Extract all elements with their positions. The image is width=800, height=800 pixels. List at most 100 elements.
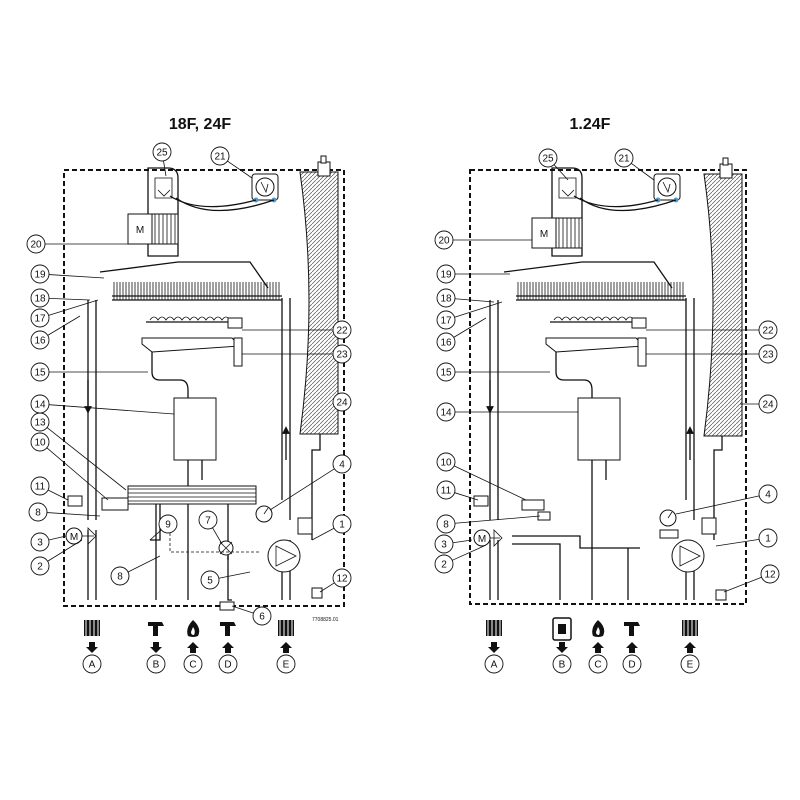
svg-text:12: 12 — [764, 570, 776, 581]
svg-text:E: E — [283, 660, 290, 671]
connection-letter: D — [622, 654, 642, 674]
bypass-line — [169, 528, 260, 553]
callout-label: 22 — [758, 320, 778, 340]
svg-text:1: 1 — [339, 520, 345, 531]
callout-label: 15 — [436, 362, 456, 382]
diagram-title: 1.24F — [570, 116, 611, 133]
svg-text:C: C — [189, 660, 196, 671]
connection-letter: B — [552, 654, 572, 674]
svg-text:17: 17 — [440, 316, 452, 327]
svg-text:B: B — [153, 660, 160, 671]
safety-valve — [473, 495, 489, 507]
connection-letter: D — [218, 654, 238, 674]
callout-label: 17 — [436, 310, 456, 330]
drain-cock — [715, 589, 727, 601]
svg-text:25: 25 — [542, 154, 554, 165]
svg-text:25: 25 — [156, 148, 168, 159]
arrow-up-icon — [626, 642, 638, 653]
diverter-valve: M — [473, 511, 551, 547]
callout-label: 5 — [200, 570, 220, 590]
svg-text:4: 4 — [765, 490, 771, 501]
callout-label: 4 — [332, 454, 352, 474]
pressure-gauge — [659, 509, 679, 539]
burner — [545, 316, 647, 367]
expansion-vessel — [299, 155, 339, 435]
plate-heat-exchanger — [127, 485, 257, 600]
callout-label: 16 — [30, 330, 50, 350]
svg-text:A: A — [491, 660, 498, 671]
svg-text:9: 9 — [165, 520, 171, 531]
svg-text:8: 8 — [35, 508, 41, 519]
primary-heat-exchanger — [99, 261, 282, 301]
callout-label: 3 — [434, 534, 454, 554]
cylinder-icon — [552, 617, 572, 641]
tap-icon — [148, 622, 164, 636]
radiator-icon — [278, 620, 294, 636]
svg-text:2: 2 — [441, 560, 447, 571]
arrow-down-icon — [488, 642, 500, 653]
arrow-up-icon — [684, 642, 696, 653]
expansion-vessel — [703, 157, 743, 437]
primary-heat-exchanger — [503, 261, 686, 301]
callout-label: 10 — [436, 452, 456, 472]
svg-text:24: 24 — [762, 400, 774, 411]
arrow-down-icon — [86, 642, 98, 653]
callout-label: 12 — [332, 568, 352, 588]
svg-text:22: 22 — [336, 326, 348, 337]
callout-label: 14 — [30, 394, 50, 414]
pressure-gauge — [255, 505, 273, 523]
svg-text:21: 21 — [214, 152, 226, 163]
callout-label: 8 — [110, 566, 130, 586]
callout-label: 3 — [30, 532, 50, 552]
svg-text:19: 19 — [34, 270, 46, 281]
svg-text:7: 7 — [205, 516, 211, 527]
callout-label: 1 — [758, 528, 778, 548]
callout-labels: 1234567889101112131415161718192021222324… — [26, 142, 352, 626]
svg-text:B: B — [559, 660, 566, 671]
svg-text:20: 20 — [438, 236, 450, 247]
tap-icon — [220, 622, 236, 636]
callout-label: 25 — [152, 142, 172, 162]
flame-icon — [187, 620, 200, 637]
arrow-down-icon — [150, 642, 162, 653]
drawing-code: 7708825.01 — [312, 617, 339, 623]
callout-label: 8 — [436, 514, 456, 534]
svg-text:D: D — [224, 660, 231, 671]
svg-text:13: 13 — [34, 418, 46, 429]
heating-circuit-pipes — [84, 298, 321, 600]
svg-text:3: 3 — [441, 540, 447, 551]
gas-shutoff-valve — [218, 540, 235, 611]
callout-label: 25 — [538, 148, 558, 168]
svg-text:19: 19 — [440, 270, 452, 281]
callout-label: 9 — [158, 514, 178, 534]
callout-label: 8 — [28, 502, 48, 522]
svg-text:6: 6 — [259, 612, 265, 623]
fan-icon: M — [531, 217, 583, 249]
gas-valve — [151, 352, 217, 600]
dhw-flow-switch — [101, 497, 129, 511]
drain-cock — [311, 587, 323, 599]
svg-text:M: M — [540, 229, 548, 240]
callout-label: 6 — [252, 606, 272, 626]
svg-text:8: 8 — [117, 572, 123, 583]
callout-label: 19 — [30, 264, 50, 284]
svg-text:17: 17 — [34, 314, 46, 325]
boiler-casing-outline — [469, 169, 747, 605]
svg-text:18: 18 — [34, 294, 46, 305]
connection-letter: C — [183, 654, 203, 674]
tap-icon — [624, 622, 640, 636]
callout-label: 24 — [332, 392, 352, 412]
callout-label: 2 — [434, 554, 454, 574]
svg-text:8: 8 — [443, 520, 449, 531]
callout-label: 24 — [758, 394, 778, 414]
svg-text:D: D — [628, 660, 635, 671]
burner — [141, 316, 243, 367]
flame-icon — [592, 620, 605, 637]
fan-icon: M — [127, 213, 179, 245]
svg-text:15: 15 — [440, 368, 452, 379]
arrow-up-icon — [222, 642, 234, 653]
svg-text:21: 21 — [618, 154, 630, 165]
